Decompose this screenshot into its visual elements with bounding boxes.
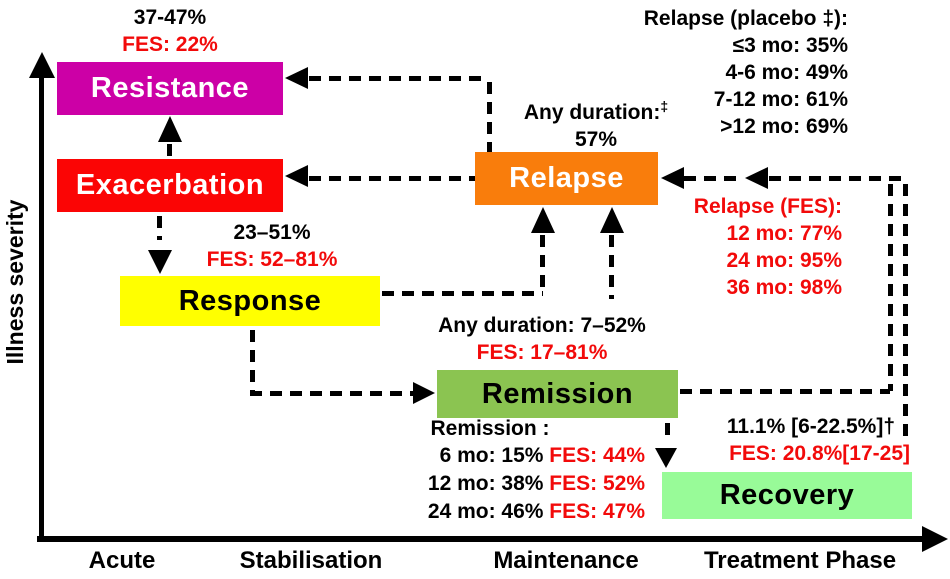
relapse-fes-row: 12 mo: 77% bbox=[726, 222, 842, 245]
connector-relapse-to-resistance-horizontal bbox=[309, 76, 489, 81]
connector-right-return-horizontal-segment2 bbox=[769, 176, 908, 181]
arrowhead-mid-into-relapse-icon bbox=[745, 167, 768, 189]
connector-relapse-to-resistance-vertical bbox=[487, 82, 492, 152]
resistance-stats: 37-47% FES: 22% bbox=[70, 4, 270, 58]
relapse-any-duration: Any duration:‡ 57% bbox=[496, 93, 696, 153]
response-rate: 23–51% bbox=[233, 221, 311, 244]
remission-rate-row: 6 mo: 15% FES: 44% bbox=[439, 444, 645, 467]
connector-response-to-remission-vertical bbox=[250, 330, 255, 394]
node-response: Response bbox=[120, 276, 380, 326]
remission-rate-row: 24 mo: 46% FES: 47% bbox=[427, 500, 645, 523]
y-axis-line bbox=[39, 72, 44, 536]
connector-remission-return-vertical bbox=[888, 184, 893, 391]
x-axis-line bbox=[37, 536, 926, 542]
relapse-fes-stats: Relapse (FES): 12 mo: 77% 24 mo: 95% 36 … bbox=[640, 193, 842, 301]
arrowhead-remission-into-relapse-icon bbox=[600, 207, 624, 233]
connector-remission-right-horizontal bbox=[680, 389, 890, 394]
node-exacerbation: Exacerbation bbox=[57, 159, 283, 212]
arrowhead-into-remission-icon bbox=[413, 382, 435, 404]
arrowhead-into-recovery-icon bbox=[655, 448, 677, 468]
connector-recovery-return-vertical bbox=[903, 184, 908, 443]
arrowhead-down-response-icon bbox=[148, 250, 172, 274]
response-stats: 23–51% FES: 52–81% bbox=[172, 219, 372, 273]
x-axis-label-acute: Acute bbox=[88, 547, 156, 574]
relapse-fes-title: Relapse (FES): bbox=[693, 195, 842, 218]
recovery-rate: 11.1% [6-22.5%]† bbox=[726, 415, 895, 438]
y-axis-label: Illness severity bbox=[2, 199, 28, 365]
arrowhead-into-resistance-icon bbox=[285, 67, 308, 89]
relapse-placebo-row: >12 mo: 69% bbox=[720, 115, 848, 138]
remission-duration-stats: Any duration: 7–52% FES: 17–81% bbox=[412, 312, 672, 366]
response-fes-rate: FES: 52–81% bbox=[206, 248, 338, 271]
connector-response-to-remission-horizontal bbox=[250, 391, 413, 396]
double-dagger-superscript: ‡ bbox=[660, 98, 669, 114]
node-relapse: Relapse bbox=[475, 152, 658, 205]
x-axis-label-maintenance: Maintenance bbox=[493, 547, 639, 574]
resistance-fes-rate: FES: 22% bbox=[122, 33, 218, 56]
remission-any-duration: Any duration: 7–52% bbox=[438, 314, 646, 337]
relapse-fes-row: 36 mo: 98% bbox=[726, 276, 842, 299]
x-axis-label-stabilisation: Stabilisation bbox=[239, 547, 383, 574]
relapse-placebo-stats: Relapse (placebo ‡): ≤3 mo: 35% 4-6 mo: … bbox=[598, 5, 848, 140]
node-remission: Remission bbox=[437, 370, 678, 418]
connector-remission-to-relapse-vertical bbox=[609, 235, 614, 299]
connector-exacerbation-to-response bbox=[157, 216, 162, 240]
remission-rate-row: 12 mo: 38% FES: 52% bbox=[427, 472, 645, 495]
connector-exacerbation-to-resistance bbox=[167, 144, 172, 157]
connector-right-return-horizontal-segment1 bbox=[684, 176, 744, 181]
connector-response-to-relapse-vertical bbox=[540, 235, 545, 295]
relapse-placebo-title: Relapse (placebo ‡): bbox=[643, 7, 848, 30]
x-axis-title: Treatment Phase bbox=[703, 547, 897, 574]
remission-fes-duration: FES: 17–81% bbox=[476, 341, 608, 364]
x-axis-arrowhead-icon bbox=[922, 526, 948, 552]
node-resistance: Resistance bbox=[57, 62, 283, 115]
arrowhead-response-into-relapse-icon bbox=[531, 207, 555, 233]
arrowhead-right-into-relapse-icon bbox=[661, 167, 684, 189]
relapse-any-duration-label: Any duration:‡ bbox=[523, 98, 669, 124]
relapse-placebo-row: ≤3 mo: 35% bbox=[732, 34, 848, 57]
relapse-placebo-row: 7-12 mo: 61% bbox=[713, 88, 848, 111]
remission-rates: 6 mo: 15% FES: 44% 12 mo: 38% FES: 52% 2… bbox=[375, 442, 645, 526]
y-axis-arrowhead-icon bbox=[29, 52, 55, 78]
connector-remission-to-recovery bbox=[665, 423, 670, 443]
relapse-any-duration-value: 57% bbox=[574, 128, 618, 151]
relapse-fes-row: 24 mo: 95% bbox=[726, 249, 842, 272]
relapse-placebo-row: 4-6 mo: 49% bbox=[725, 61, 848, 84]
resistance-rate: 37-47% bbox=[133, 6, 207, 29]
arrowhead-up-resistance-icon bbox=[158, 116, 182, 142]
remission-rates-title: Remission : bbox=[430, 417, 550, 440]
connector-response-to-relapse-horizontal bbox=[382, 291, 543, 296]
node-recovery: Recovery bbox=[662, 472, 912, 519]
arrowhead-into-exacerbation-icon bbox=[285, 165, 308, 187]
recovery-fes-rate: FES: 20.8%[17-25] bbox=[729, 442, 910, 465]
connector-relapse-to-exacerbation bbox=[309, 176, 475, 181]
